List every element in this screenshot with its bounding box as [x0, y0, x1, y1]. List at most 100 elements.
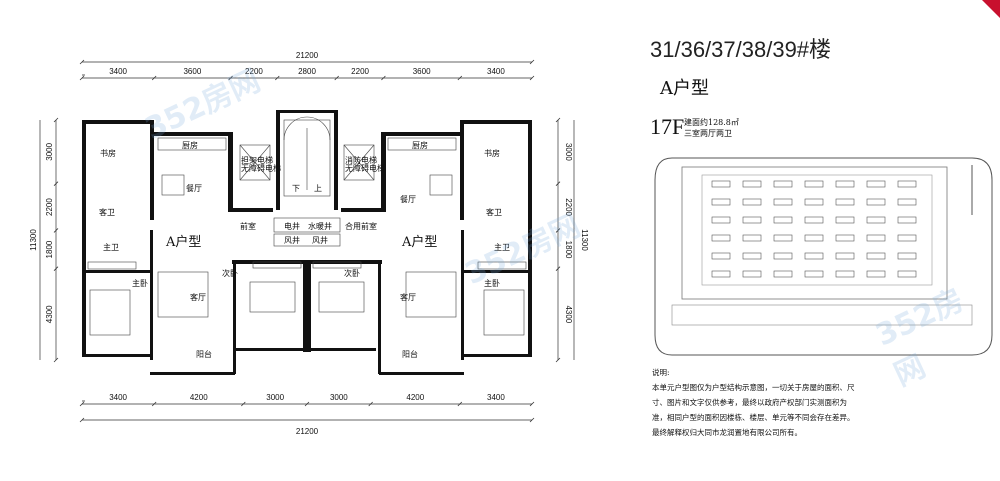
air-shaft-1: 风井	[284, 235, 300, 245]
site-building	[711, 270, 731, 278]
dim-right: 1800	[564, 241, 573, 259]
site-building	[711, 180, 731, 188]
room-study-left: 书房	[100, 148, 116, 158]
room-kitchen-left: 厨房	[182, 140, 198, 150]
site-building	[804, 198, 824, 206]
room-dining-left: 餐厅	[186, 184, 202, 193]
site-building	[897, 252, 917, 260]
room-shared-lobby: 合用前室	[345, 221, 377, 231]
site-building	[711, 198, 731, 206]
site-building	[897, 216, 917, 224]
notes-line: 准，相同户型的面积因楼栋、楼层、单元等不同会存在差异。	[652, 413, 855, 422]
floor-plan: 21200 21200 11300 11300 3400 3600 2200 2800…	[29, 51, 589, 436]
dim-total-bottom: 21200	[296, 427, 319, 436]
site-building	[773, 198, 793, 206]
room-master-bath-left: 主卫	[103, 242, 119, 252]
room-master-bed-left: 主卧	[132, 278, 148, 288]
room-study-right: 书房	[484, 148, 500, 158]
site-building	[804, 180, 824, 188]
notes-heading: 说明:	[652, 368, 670, 377]
site-building	[711, 216, 731, 224]
site-building	[804, 270, 824, 278]
plumbing-shaft: 水暖井	[308, 221, 332, 231]
dim-bottom: 3400	[109, 393, 127, 402]
dim-bottom: 3000	[266, 393, 284, 402]
site-building	[835, 270, 855, 278]
site-building	[773, 234, 793, 242]
site-building	[835, 252, 855, 260]
site-plan	[654, 157, 993, 356]
elevator-2-label-b: 无障碍电梯	[345, 163, 385, 173]
room-balcony-left: 阳台	[196, 349, 212, 359]
corner-accent	[982, 0, 1000, 18]
dim-right: 2200	[564, 198, 573, 216]
site-building	[897, 270, 917, 278]
site-building	[835, 234, 855, 242]
room-living-left: 客厅	[190, 292, 206, 302]
room-guest-bath-right: 客卫	[486, 207, 502, 217]
room-lobby: 前室	[240, 221, 256, 231]
site-building	[866, 234, 886, 242]
dim-left: 2200	[45, 198, 54, 216]
area-info: 建面约128.8㎡ 三室两厅两卫	[684, 117, 739, 139]
site-building	[866, 180, 886, 188]
site-building	[804, 234, 824, 242]
unit-label-left: A户型	[165, 234, 201, 250]
site-building	[804, 252, 824, 260]
site-building	[866, 270, 886, 278]
room-balcony-right: 阳台	[402, 349, 418, 359]
site-building	[773, 270, 793, 278]
dim-total-left: 11300	[29, 229, 38, 251]
room-guest-bath-left: 客卫	[99, 207, 115, 217]
dim-bottom: 3400	[487, 393, 505, 402]
site-building	[835, 198, 855, 206]
site-building	[897, 234, 917, 242]
site-building	[835, 180, 855, 188]
dim-bottom: 4200	[190, 393, 208, 402]
dim-left: 4300	[45, 305, 54, 323]
site-building	[711, 252, 731, 260]
dim-top: 3600	[413, 67, 431, 76]
dim-left: 3000	[45, 142, 54, 160]
site-building	[773, 216, 793, 224]
area-text: 建面约128.8㎡	[684, 118, 739, 127]
dim-total-top: 21200	[296, 51, 319, 60]
notes: 说明: 本单元户型图仅为户型结构示意图，一切关于房屋的面积、尺 寸、图片和文字仅…	[652, 365, 982, 440]
dim-left: 1800	[45, 240, 54, 258]
site-building	[897, 180, 917, 188]
dim-top: 3400	[487, 67, 505, 76]
room-living-right: 客厅	[400, 292, 416, 302]
room-master-bed-right: 主卧	[484, 278, 500, 288]
dim-bottom: 4200	[406, 393, 424, 402]
site-building	[804, 216, 824, 224]
site-building	[835, 216, 855, 224]
electric-shaft: 电井	[284, 221, 300, 231]
elevator-1-label-a: 担架电梯	[241, 155, 273, 165]
stair-up: 上	[314, 184, 322, 193]
dim-top: 2200	[245, 67, 263, 76]
elevator-2-label-a: 消防电梯	[345, 155, 377, 165]
dim-top: 3600	[183, 67, 201, 76]
site-building	[866, 198, 886, 206]
notes-line: 本单元户型图仅为户型结构示意图，一切关于房屋的面积、尺	[652, 383, 855, 392]
stair-down: 下	[292, 184, 300, 193]
dim-right: 3000	[564, 143, 573, 161]
elevator-1-label-b: 无障碍电梯	[241, 163, 281, 173]
dim-top: 2800	[298, 67, 316, 76]
dim-total-right: 11300	[580, 229, 589, 251]
room-dining-right: 餐厅	[400, 195, 416, 204]
site-building	[711, 234, 731, 242]
air-shaft-2: 风井	[312, 235, 328, 245]
dim-top: 3400	[109, 67, 127, 76]
site-building	[742, 216, 762, 224]
site-building	[897, 198, 917, 206]
dim-bottom: 3000	[330, 393, 348, 402]
notes-line: 最终解释权归大同市龙润置地有限公司所有。	[652, 428, 802, 437]
site-building	[773, 252, 793, 260]
room-kitchen-right: 厨房	[412, 140, 428, 150]
site-building	[742, 234, 762, 242]
floor-label: 17F	[650, 114, 685, 139]
site-building	[742, 198, 762, 206]
dim-top: 2200	[351, 67, 369, 76]
building-title: 31/36/37/38/39#楼	[650, 37, 832, 62]
